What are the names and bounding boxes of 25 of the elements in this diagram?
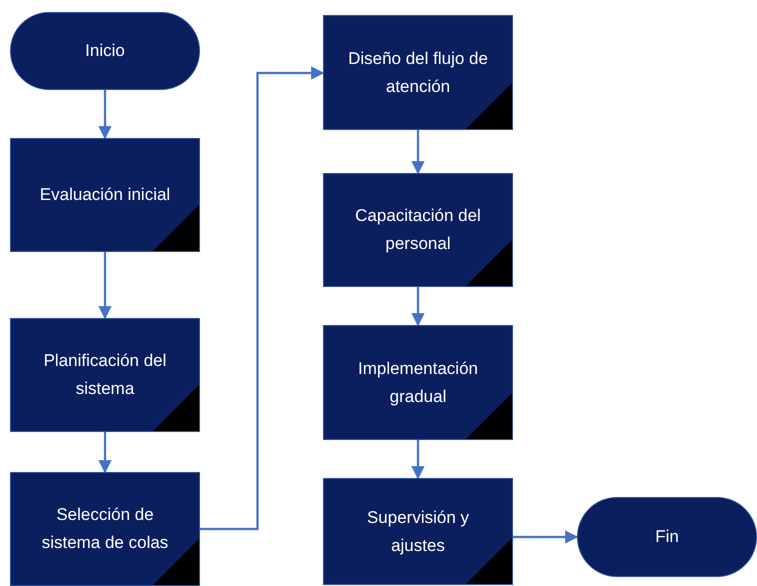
node-label: Implementación gradual (356, 358, 479, 408)
node-label: Selección de sistema de colas (40, 504, 170, 554)
process-box (323, 15, 513, 130)
terminal-shape (577, 497, 757, 577)
process-box (323, 325, 513, 440)
process-box (10, 472, 200, 586)
node-label: Diseño del flujo de atención (347, 48, 489, 98)
node-label: Inicio (84, 40, 126, 62)
process-box (10, 138, 200, 252)
arrow (98, 252, 112, 320)
node-label: Fin (654, 526, 680, 548)
arrow (411, 440, 425, 480)
arrow (200, 66, 324, 530)
node-label: Capacitación del personal (354, 205, 482, 255)
arrow (411, 287, 425, 326)
arrow (411, 130, 425, 174)
node-label: Planificación del sistema (42, 350, 168, 400)
process-box (323, 173, 513, 287)
node-label: Supervisión y ajustes (366, 506, 470, 556)
process-box (323, 478, 513, 585)
process-box (10, 318, 200, 432)
arrow (98, 432, 112, 474)
node-label: Evaluación inicial (38, 184, 172, 206)
arrow (513, 530, 578, 544)
arrow (98, 90, 112, 140)
